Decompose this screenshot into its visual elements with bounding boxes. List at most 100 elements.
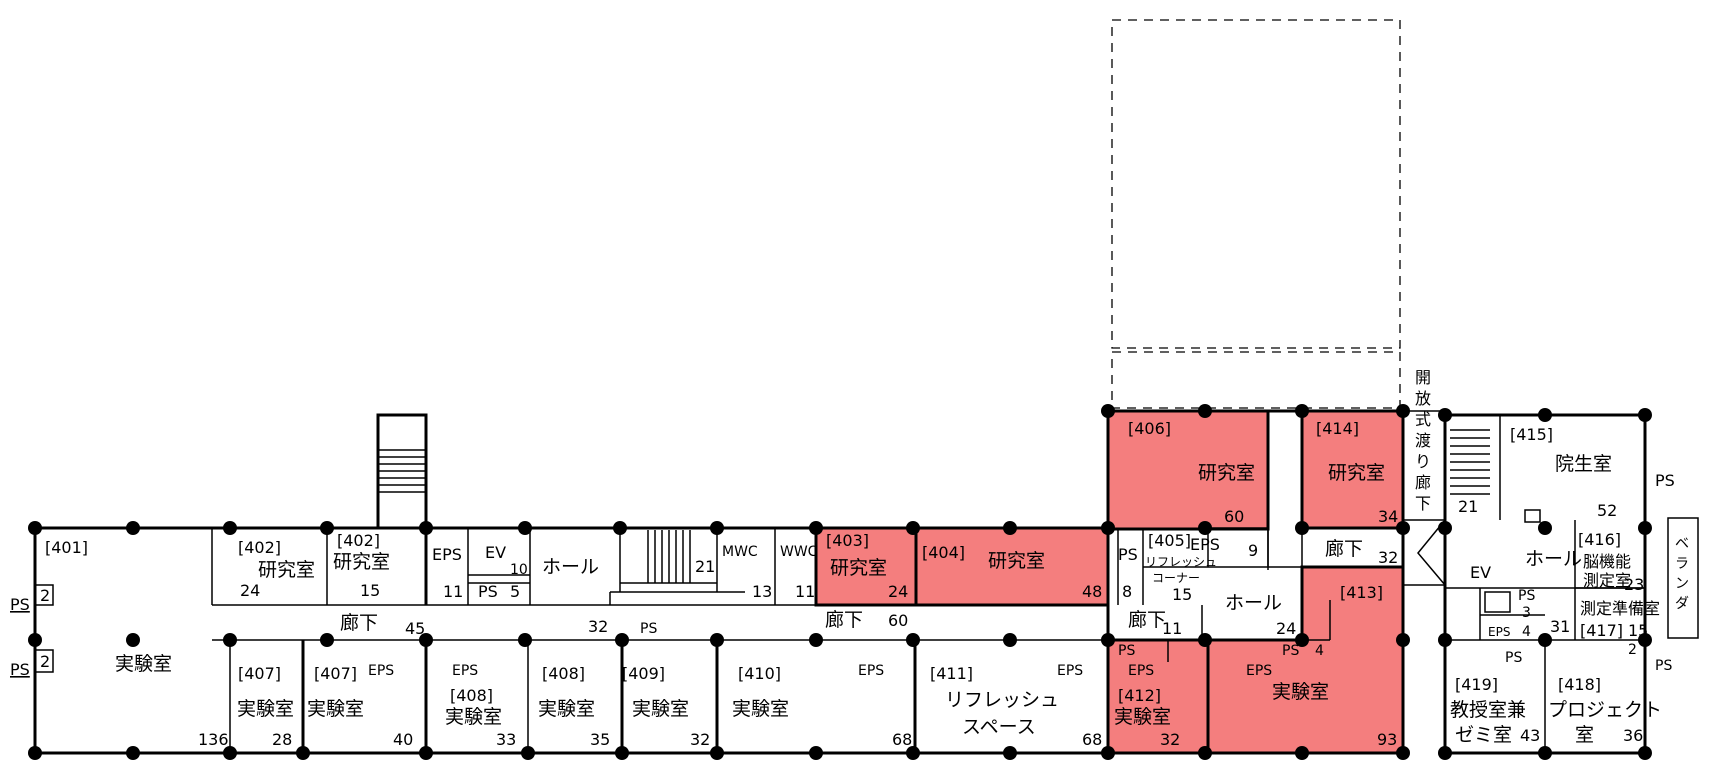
- room-414-name: 研究室: [1328, 462, 1385, 484]
- room-408b-area: 35: [590, 730, 610, 749]
- corridor-area-1: 45: [405, 619, 425, 638]
- room-405-name2: コーナー: [1152, 571, 1200, 585]
- room-403-area: 24: [888, 582, 908, 601]
- room-406-name: 研究室: [1198, 462, 1255, 484]
- room-403-id: [403]: [826, 531, 869, 550]
- eps-label-c1: EPS: [368, 663, 394, 679]
- room-401-id: [401]: [45, 538, 88, 557]
- room-402b-id: [402]: [337, 531, 380, 550]
- ps-label-418: PS: [1505, 650, 1522, 666]
- room-412-name: 実験室: [1114, 706, 1171, 728]
- corridor-label-3: 廊下: [1128, 609, 1166, 631]
- room-407a-id: [407]: [238, 664, 281, 683]
- room-416-area: 23: [1624, 575, 1644, 594]
- hall-east-label: ホール: [1225, 592, 1282, 614]
- eps-label-c6: EPS: [1246, 663, 1272, 679]
- room-413-id: [413]: [1340, 583, 1383, 602]
- ps-num-w2: 2: [40, 652, 50, 671]
- room-405-name1: リフレッシュ: [1145, 555, 1217, 569]
- room-408a-area: 33: [496, 730, 516, 749]
- ev-area: 10: [510, 562, 528, 578]
- ev-label: EV: [485, 543, 506, 562]
- eps-label-c4: EPS: [1057, 663, 1083, 679]
- room-405-id: [405]: [1148, 531, 1191, 550]
- veranda-label: ベ ラ ン ダ: [1675, 536, 1689, 612]
- room-402a-name: 研究室: [258, 559, 315, 581]
- room-407b-id: [407]: [314, 664, 357, 683]
- room-404-area: 48: [1082, 582, 1102, 601]
- svg-text:開: 開: [1415, 368, 1431, 387]
- ps-label-c: PS: [640, 621, 657, 637]
- mwc-label: MWC: [722, 544, 758, 560]
- bridge-label: 開 放 式 渡 り 廊 下: [1415, 368, 1431, 513]
- wwc-area: 11: [795, 582, 815, 601]
- room-410-name: 実験室: [732, 698, 789, 720]
- room-417-id: [417]: [1580, 621, 1623, 640]
- ps-num-w1: 2: [40, 586, 50, 605]
- room-407b-area: 40: [393, 730, 413, 749]
- room-403-name: 研究室: [830, 557, 887, 579]
- room-416-name1: 脳機能: [1583, 552, 1631, 571]
- svg-text:ラ: ラ: [1675, 556, 1689, 572]
- room-413-name: 実験室: [1272, 681, 1329, 703]
- room-407a-area: 28: [272, 730, 292, 749]
- ps-num-418: 2: [1628, 642, 1637, 658]
- room-410-id: [410]: [738, 664, 781, 683]
- ps-num-413: 4: [1315, 643, 1324, 659]
- hall-west-area: 32: [588, 617, 608, 636]
- room-403-fill: [814, 526, 918, 607]
- structural-columns: [28, 404, 1652, 760]
- room-416-name2: 測定室: [1583, 571, 1631, 590]
- room-419-id: [419]: [1455, 675, 1498, 694]
- svg-text:下: 下: [1415, 494, 1431, 513]
- svg-text:廊: 廊: [1415, 473, 1431, 492]
- corridor-label-1: 廊下: [340, 612, 378, 634]
- corridor-east-area: 32: [1378, 548, 1398, 567]
- room-419-name1: 教授室兼: [1450, 699, 1526, 721]
- ps-box: [34, 584, 54, 606]
- ps-415-area: 52: [1597, 501, 1617, 520]
- open-bridge: [1403, 410, 1446, 586]
- stairs-area: 21: [695, 557, 715, 576]
- room-411-id: [411]: [930, 664, 973, 683]
- room-416-id: [416]: [1578, 530, 1621, 549]
- room-412-area: 32: [1160, 730, 1180, 749]
- ps-area: 5: [510, 582, 520, 601]
- ps-label-413: PS: [1282, 643, 1299, 659]
- eps-label: EPS: [432, 545, 462, 564]
- room-411-name1: リフレッシュ: [945, 689, 1059, 711]
- svg-text:式: 式: [1415, 410, 1431, 429]
- eps-label-419: EPS: [1488, 625, 1510, 639]
- svg-text:渡: 渡: [1415, 431, 1431, 450]
- room-408a-name: 実験室: [445, 706, 502, 728]
- eps-405-area: 9: [1248, 541, 1258, 560]
- room-418-name2: 室: [1575, 724, 1594, 746]
- room-414-area: 34: [1378, 507, 1398, 526]
- wwc-label: WWC: [780, 544, 818, 560]
- room-402b-area: 15: [360, 581, 380, 600]
- corridor-area-3: 11: [1162, 619, 1182, 638]
- ps-label: PS: [478, 582, 498, 601]
- room-413-area: 93: [1377, 730, 1397, 749]
- room-415-name: 院生室: [1555, 453, 1612, 475]
- room-409-name: 実験室: [632, 698, 689, 720]
- room-407a-name: 実験室: [237, 698, 294, 720]
- room-417-area: 15: [1628, 621, 1648, 640]
- svg-text:ダ: ダ: [1675, 596, 1689, 612]
- stairs-west: [376, 413, 428, 530]
- corridor-east-label: 廊下: [1325, 538, 1363, 560]
- room-409-area: 32: [690, 730, 710, 749]
- ps-label-416: PS: [1655, 658, 1672, 674]
- eps-405-label: EPS: [1190, 535, 1220, 554]
- room-408b-id: [408]: [542, 664, 585, 683]
- n31-label: 31: [1550, 617, 1570, 636]
- svg-text:放: 放: [1415, 389, 1431, 408]
- room-404-fill: [914, 526, 1110, 607]
- room-408b-name: 実験室: [538, 698, 595, 720]
- room-402b-name: 研究室: [333, 551, 390, 573]
- hall-east-area: 24: [1276, 619, 1296, 638]
- dashed-outline: [1111, 19, 1401, 409]
- ev-east-label: EV: [1470, 563, 1491, 582]
- hall-east2-label: ホール: [1525, 548, 1582, 570]
- ps-405-area: 8: [1122, 582, 1132, 601]
